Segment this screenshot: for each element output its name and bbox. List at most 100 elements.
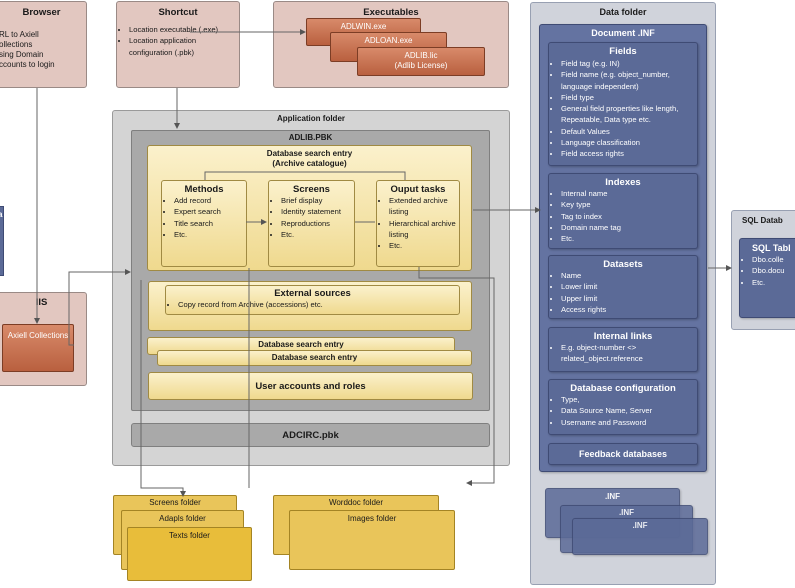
file-label: ADLOAN.exe bbox=[364, 36, 413, 45]
external-sources-box: External sources Copy record from Archiv… bbox=[165, 285, 460, 315]
feedback-label: Feedback databases bbox=[578, 449, 668, 459]
file-label: ADLWIN.exe bbox=[340, 22, 387, 31]
internal-links-box: Internal links E.g. object-number <> rel… bbox=[548, 327, 698, 372]
methods-item: Etc. bbox=[174, 229, 246, 240]
screens-box: Screens Brief display Identity statement… bbox=[268, 180, 355, 267]
screens-folder-label: Screens folder bbox=[149, 498, 201, 507]
external-title: External sources bbox=[274, 288, 351, 299]
output-item: Extended archive listing bbox=[389, 195, 459, 218]
db-config-item: Type, bbox=[561, 394, 697, 405]
texts-folder-label: Texts folder bbox=[169, 531, 210, 540]
db-entry-title: Database search entry bbox=[266, 149, 353, 158]
user-accounts-box: User accounts and roles bbox=[148, 372, 473, 400]
indexes-title: Indexes bbox=[605, 177, 641, 188]
inf-label: .INF bbox=[618, 508, 635, 517]
methods-item: Expert search bbox=[174, 206, 246, 217]
indexes-box: Indexes Internal name Key type Tag to in… bbox=[548, 173, 698, 249]
images-folder[interactable]: Images folder bbox=[289, 510, 455, 570]
indexes-item: Key type bbox=[561, 199, 697, 210]
db-config-title: Database configuration bbox=[570, 383, 676, 394]
methods-item: Add record bbox=[174, 195, 246, 206]
shortcut-item: Location executable (.exe) bbox=[129, 24, 239, 35]
datasets-item: Upper limit bbox=[561, 293, 697, 304]
indexes-item: Tag to index bbox=[561, 211, 697, 222]
inf-label: .INF bbox=[632, 521, 648, 530]
output-tasks-box: Ouput tasks Extended archive listing Hie… bbox=[376, 180, 460, 267]
adapls-folder-label: Adapls folder bbox=[159, 514, 206, 523]
adlib-pbk-title: ADLIB.PBK bbox=[288, 133, 333, 142]
output-item: Hierarchical archive listing bbox=[389, 218, 459, 241]
browser-line: RL to Axiell bbox=[0, 30, 39, 39]
shortcut-panel: Shortcut Location executable (.exe) Loca… bbox=[116, 1, 240, 88]
screens-title: Screens bbox=[293, 184, 330, 195]
datasets-title: Datasets bbox=[603, 259, 643, 270]
internal-links-title: Internal links bbox=[593, 331, 653, 342]
datasets-item: Lower limit bbox=[561, 281, 697, 292]
fields-item: Field tag (e.g. IN) bbox=[561, 58, 695, 69]
sql-title: SQL Datab bbox=[742, 216, 783, 225]
sql-table-item: Dbo.docu bbox=[752, 265, 795, 276]
axiell-collections-box[interactable]: Axiell Collections bbox=[2, 324, 74, 372]
screens-item: Reproductions bbox=[281, 218, 354, 229]
inf-file-3[interactable]: .INF bbox=[572, 518, 708, 555]
shortcut-title: Shortcut bbox=[158, 7, 198, 18]
user-accounts-label: User accounts and roles bbox=[255, 381, 366, 392]
sql-table-item: Dbo.colle bbox=[752, 254, 795, 265]
browser-panel: Browser RL to Axiell ollections sing Dom… bbox=[0, 1, 87, 88]
file-label: ADLIB.lic bbox=[404, 51, 438, 60]
output-item: Etc. bbox=[389, 240, 459, 251]
inf-label: .INF bbox=[604, 492, 621, 501]
db-config-item: Username and Password bbox=[561, 417, 697, 428]
executables-title: Executables bbox=[363, 7, 419, 18]
shortcut-item: Location application configuration (.pbk… bbox=[129, 35, 239, 58]
indexes-item: Domain name tag bbox=[561, 222, 697, 233]
indexes-item: Internal name bbox=[561, 188, 697, 199]
browser-line: ollections bbox=[0, 40, 33, 49]
screens-item: Identity statement bbox=[281, 206, 354, 217]
indexes-item: Etc. bbox=[561, 233, 697, 244]
document-inf-title: Document .INF bbox=[591, 28, 655, 38]
worddoc-folder-label: Worddoc folder bbox=[328, 498, 384, 507]
application-folder-title: Application folder bbox=[277, 114, 345, 123]
sql-table-item: Etc. bbox=[752, 277, 795, 288]
adcirc-pbk-box: ADCIRC.pbk bbox=[131, 423, 490, 447]
sql-tables-title: SQL Tabl bbox=[752, 243, 791, 253]
datasets-item: Access rights bbox=[561, 304, 697, 315]
output-title: Ouput tasks bbox=[390, 184, 446, 195]
left-edge-panel: a bbox=[0, 206, 4, 276]
browser-line: sing Domain bbox=[0, 50, 44, 59]
screens-item: Brief display bbox=[281, 195, 354, 206]
browser-title: Browser bbox=[22, 7, 61, 18]
fields-item: Language classification bbox=[561, 137, 695, 148]
methods-box: Methods Add record Expert search Title s… bbox=[161, 180, 247, 267]
datasets-item: Name bbox=[561, 270, 697, 281]
fields-item: Field type bbox=[561, 92, 695, 103]
fields-title: Fields bbox=[609, 46, 637, 57]
sql-tables-box: SQL Tabl Dbo.colle Dbo.docu Etc. bbox=[739, 238, 795, 318]
axiell-collections-label: Axiell Collections bbox=[7, 331, 69, 340]
fields-item: Default Values bbox=[561, 126, 695, 137]
data-folder-title: Data folder bbox=[599, 7, 647, 17]
adcirc-label: ADCIRC.pbk bbox=[282, 430, 339, 441]
fields-item: Field name (e.g. object_number, language… bbox=[561, 69, 695, 92]
database-configuration-box: Database configuration Type, Data Source… bbox=[548, 379, 698, 435]
db-config-item: Data Source Name, Server bbox=[561, 405, 697, 416]
screens-item: Etc. bbox=[281, 229, 354, 240]
internal-links-item: E.g. object-number <> related_object.ref… bbox=[561, 342, 697, 365]
left-edge-label: a bbox=[0, 210, 3, 219]
texts-folder[interactable]: Texts folder bbox=[127, 527, 252, 581]
browser-line: ccounts to login bbox=[0, 60, 55, 69]
file-sublabel: (Adlib License) bbox=[394, 61, 448, 70]
methods-item: Title search bbox=[174, 218, 246, 229]
external-item: Copy record from Archive (accessions) et… bbox=[178, 299, 459, 310]
browser-text: RL to Axiell ollections sing Domain ccou… bbox=[0, 30, 86, 70]
feedback-databases-box: Feedback databases bbox=[548, 443, 698, 465]
iis-title: IIS bbox=[35, 297, 48, 308]
db-entry3-label: Database search entry bbox=[271, 353, 358, 362]
file-adlib-lic[interactable]: ADLIB.lic (Adlib License) bbox=[357, 47, 485, 76]
db-entry-subtitle: (Archive catalogue) bbox=[272, 159, 347, 168]
fields-item: General field properties like length, Re… bbox=[561, 103, 695, 126]
db-entry2-label: Database search entry bbox=[258, 340, 344, 349]
db-search-entry-3: Database search entry bbox=[157, 350, 472, 366]
fields-item: Field access rights bbox=[561, 148, 695, 159]
